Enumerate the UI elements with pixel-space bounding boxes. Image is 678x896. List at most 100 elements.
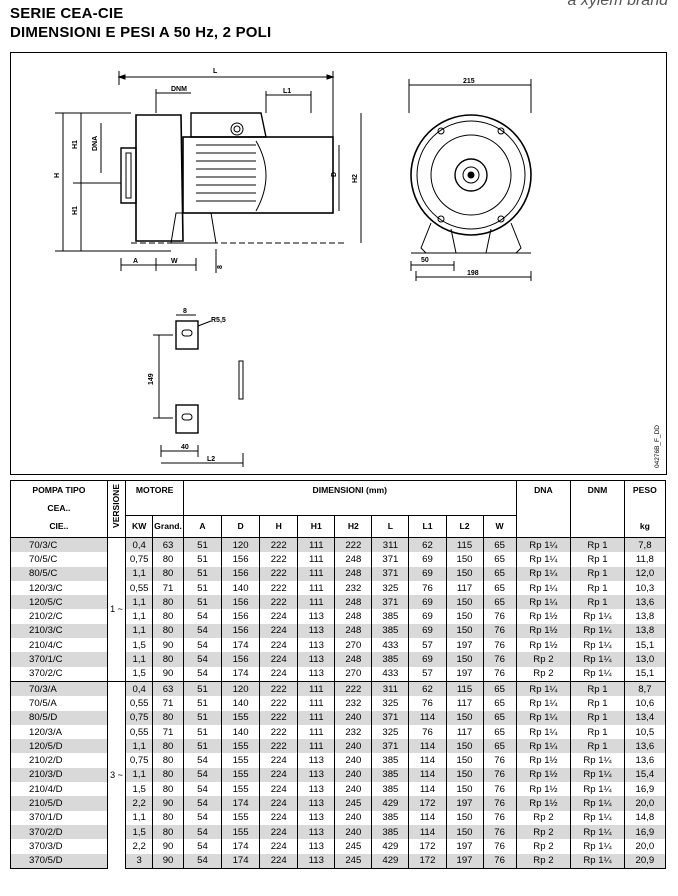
table-cell: 13,6 xyxy=(623,595,667,610)
table-cell: 90 xyxy=(152,839,184,854)
table-cell: 69 xyxy=(408,566,447,581)
table-cell: 51 xyxy=(182,595,223,610)
dim-label-8: 8 xyxy=(217,265,224,269)
table-cell: 240 xyxy=(334,710,373,725)
table-cell: 385 xyxy=(371,782,410,797)
table-cell: 0,4 xyxy=(125,537,154,553)
dim-label-L1: L1 xyxy=(283,88,291,95)
table-cell: Rp 1¼ xyxy=(570,638,625,653)
table-cell: 155 xyxy=(221,824,261,840)
table-cell: 113 xyxy=(297,796,336,811)
table-cell: 76 xyxy=(482,666,517,682)
dim-label-A: A xyxy=(133,258,138,265)
table-cell: 113 xyxy=(297,767,336,783)
table-cell: 224 xyxy=(259,652,299,667)
table-cell: 8,7 xyxy=(623,680,667,697)
table-cell: 222 xyxy=(334,537,373,553)
table-cell: 155 xyxy=(221,710,261,725)
table-cell: 385 xyxy=(371,753,410,768)
table-cell: 433 xyxy=(371,666,410,682)
table-cell: 197 xyxy=(445,796,484,811)
pump-type-cell: 370/1/C xyxy=(10,652,108,667)
table-cell: 80 xyxy=(152,609,184,624)
table-cell: 222 xyxy=(259,739,299,754)
table-cell: 222 xyxy=(334,680,373,697)
table-cell: 371 xyxy=(371,739,410,754)
table-cell: 51 xyxy=(182,710,223,725)
page-title: SERIE CEA-CIE DIMENSIONI E PESI A 50 Hz,… xyxy=(10,4,271,42)
table-cell: 10,6 xyxy=(623,696,667,711)
table-cell: 51 xyxy=(182,696,223,711)
table-cell: 69 xyxy=(408,595,447,610)
table-cell: 113 xyxy=(297,853,336,869)
table-cell: 150 xyxy=(445,810,484,825)
table-cell: 1,1 xyxy=(125,739,154,754)
pump-type-cell: 210/3/D xyxy=(10,767,108,783)
table-cell: 62 xyxy=(408,680,447,697)
table-cell: 174 xyxy=(221,796,261,811)
table-cell: Rp 1¼ xyxy=(570,796,625,811)
table-cell: Rp 1¼ xyxy=(570,623,625,639)
table-cell: 65 xyxy=(482,537,517,553)
table-cell: 325 xyxy=(371,696,410,711)
table-cell: 172 xyxy=(408,853,447,869)
header-dimensioni: DIMENSIONI (mm) xyxy=(182,480,517,501)
table-cell: 240 xyxy=(334,767,373,783)
header-motore: MOTORE xyxy=(125,480,184,501)
table-cell: Rp 1¼ xyxy=(570,666,625,682)
table-cell: 385 xyxy=(371,652,410,667)
table-cell: Rp 1¼ xyxy=(570,782,625,797)
table-cell: 224 xyxy=(259,623,299,639)
dim-label-50: 50 xyxy=(421,257,429,264)
table-cell: 76 xyxy=(482,623,517,639)
table-cell: 3 xyxy=(125,853,154,869)
table-cell: Rp 1½ xyxy=(515,796,572,811)
header-kw: KW xyxy=(125,515,154,538)
table-cell: 248 xyxy=(334,652,373,667)
table-cell: Rp 1 xyxy=(570,696,625,711)
dim-label-H2: H2 xyxy=(352,174,359,183)
pump-type-cell: 370/5/D xyxy=(10,853,108,869)
pump-type-cell: 120/3/C xyxy=(10,580,108,596)
table-cell: 232 xyxy=(334,696,373,711)
dim-label-W: W xyxy=(171,258,178,265)
table-cell: Rp 1¼ xyxy=(515,595,572,610)
table-cell: 232 xyxy=(334,724,373,740)
pump-type-cell: 120/3/A xyxy=(10,724,108,740)
table-cell: Rp 1 xyxy=(570,739,625,754)
table-cell: 0,4 xyxy=(125,680,154,697)
pump-type-cell: 210/3/C xyxy=(10,623,108,639)
table-cell: 80 xyxy=(152,710,184,725)
table-cell: Rp 1¼ xyxy=(515,739,572,754)
table-cell: 65 xyxy=(482,710,517,725)
table-cell: Rp 1¼ xyxy=(570,824,625,840)
table-cell: 76 xyxy=(482,853,517,869)
table-cell: 13,6 xyxy=(623,753,667,768)
table-cell: Rp 1 xyxy=(570,566,625,581)
dim-label-H1: H1 xyxy=(72,140,79,149)
header-dna: DNA xyxy=(515,480,572,501)
table-cell: Rp 1½ xyxy=(515,638,572,653)
table-cell: 222 xyxy=(259,680,299,697)
header-h: H xyxy=(259,515,299,538)
table-cell: 150 xyxy=(445,782,484,797)
table-cell: 140 xyxy=(221,696,261,711)
table-cell: 76 xyxy=(408,580,447,596)
table-cell: 113 xyxy=(297,810,336,825)
table-cell: 232 xyxy=(334,580,373,596)
table-cell: 113 xyxy=(297,666,336,682)
table-cell: 113 xyxy=(297,824,336,840)
pump-type-cell: 70/3/A xyxy=(10,680,108,697)
dimensions-weights-table: POMPA TIPO VERSIONE MOTORE DIMENSIONI (m… xyxy=(10,480,667,869)
table-cell: 0,55 xyxy=(125,696,154,711)
table-cell: 51 xyxy=(182,552,223,567)
table-cell: 69 xyxy=(408,609,447,624)
table-cell: 76 xyxy=(408,696,447,711)
table-cell: 71 xyxy=(152,696,184,711)
table-cell: Rp 1 xyxy=(570,580,625,596)
table-cell: 65 xyxy=(482,595,517,610)
